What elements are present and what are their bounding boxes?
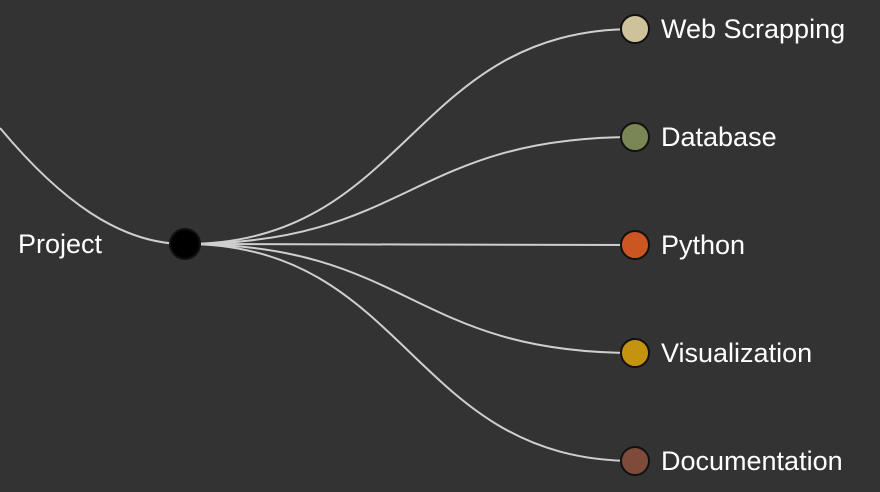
root-node-circle[interactable] (169, 228, 201, 260)
child-node-circle[interactable] (620, 338, 650, 368)
child-node-label[interactable]: Web Scrapping (661, 14, 845, 44)
root-node[interactable]: Project (18, 228, 201, 260)
child-node-database[interactable]: Database (620, 122, 777, 152)
link-visualization (184, 243, 636, 354)
child-node-label[interactable]: Documentation (661, 446, 843, 476)
tree-links (0, 28, 636, 462)
child-node-visualization[interactable]: Visualization (620, 338, 812, 368)
child-node-circle[interactable] (620, 122, 650, 152)
child-node-circle[interactable] (620, 230, 650, 260)
child-node-circle[interactable] (620, 14, 650, 44)
parent-link (0, 127, 186, 245)
root-node-label: Project (18, 229, 103, 259)
child-node-web-scrapping[interactable]: Web Scrapping (620, 14, 845, 44)
child-node-label[interactable]: Python (661, 230, 745, 260)
link-python (184, 243, 636, 246)
link-web-scrapping (184, 28, 636, 245)
child-node-label[interactable]: Visualization (661, 338, 812, 368)
child-node-documentation[interactable]: Documentation (620, 446, 843, 476)
link-database (184, 136, 636, 245)
child-node-label[interactable]: Database (661, 122, 777, 152)
child-node-python[interactable]: Python (620, 230, 745, 260)
link-documentation (184, 243, 636, 462)
child-node-circle[interactable] (620, 446, 650, 476)
